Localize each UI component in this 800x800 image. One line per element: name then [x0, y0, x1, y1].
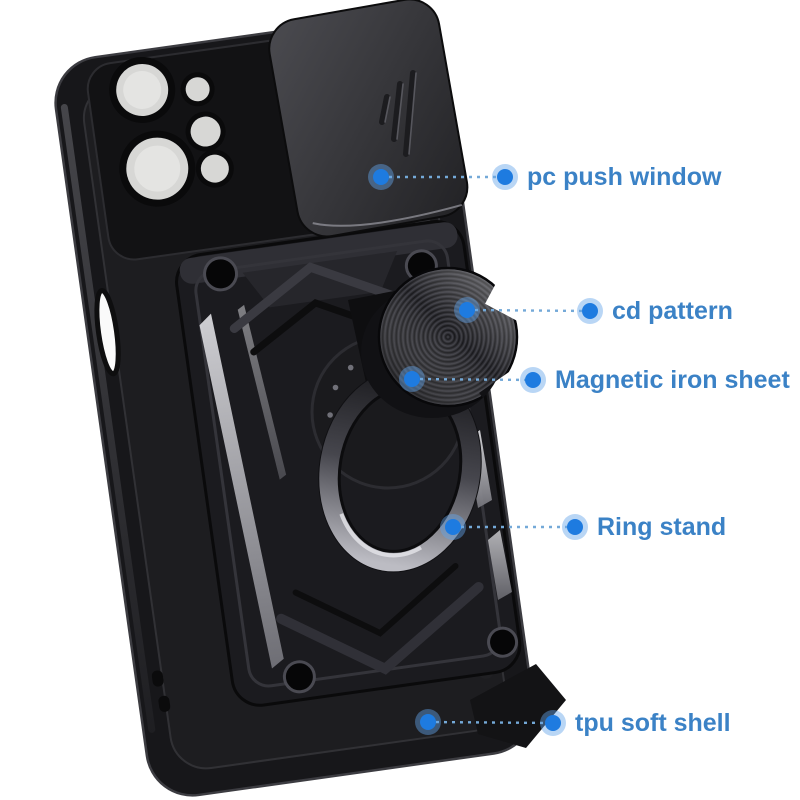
callout-target-dot: [420, 714, 436, 730]
callout-line: [427, 720, 554, 725]
callout-marker-dot: [492, 164, 518, 190]
callout-target-dot: [445, 519, 461, 535]
silver-accent: [199, 313, 284, 669]
callout-label: pc push window: [527, 163, 722, 191]
cover-grip-slots: [379, 70, 417, 157]
callout-marker-dot: [577, 298, 603, 324]
callout-target-dot: [459, 302, 475, 318]
silver-accent: [488, 530, 512, 600]
camera-push-window: [268, 0, 469, 238]
silver-accent: [237, 304, 287, 480]
callout-marker-dot: [520, 367, 546, 393]
callout: tpu soft shell: [540, 710, 731, 736]
callout-label: cd pattern: [612, 297, 733, 325]
callout-label: Ring stand: [597, 513, 727, 541]
side-button-cutout: [94, 288, 121, 377]
callout: pc push window: [492, 164, 721, 190]
callout-target-dot: [404, 371, 420, 387]
callout-target-dot: [373, 169, 389, 185]
callout: cd pattern: [577, 298, 733, 324]
callout-marker-dot: [540, 710, 566, 736]
plate-foot: [470, 664, 566, 748]
side-button-nub: [158, 695, 171, 712]
camera-lens-cutouts: [109, 56, 234, 207]
side-button-nub: [151, 670, 164, 687]
callout: Ring stand: [562, 514, 726, 540]
callout-label: Magnetic iron sheet: [555, 366, 790, 394]
callout: Magnetic iron sheet: [520, 367, 790, 393]
callout-label: tpu soft shell: [575, 709, 731, 737]
callout-marker-dot: [562, 514, 588, 540]
